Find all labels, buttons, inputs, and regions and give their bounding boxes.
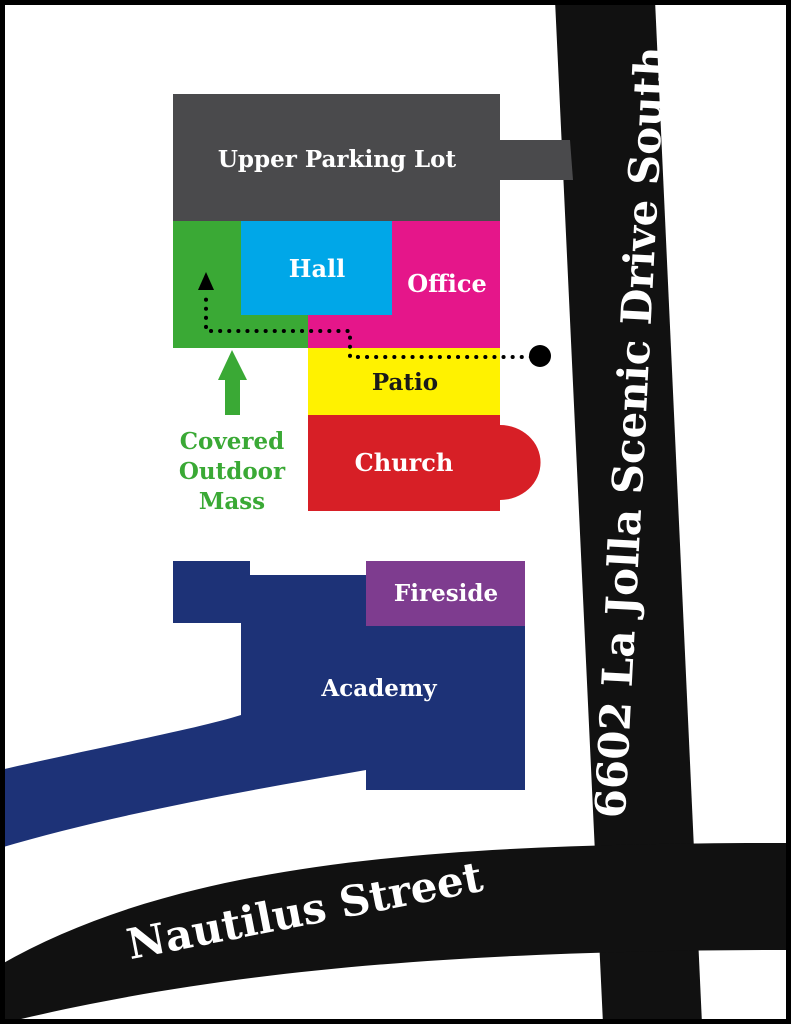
- walking-path-dotted: [204, 290, 542, 359]
- arrowhead-icon: [198, 272, 214, 290]
- church-label: Church: [355, 448, 454, 477]
- hall-label: Hall: [289, 254, 345, 283]
- church-building[interactable]: [308, 415, 541, 511]
- academy-label: Academy: [320, 675, 437, 702]
- start-dot-icon: [529, 345, 551, 367]
- up-arrow-icon: [218, 350, 247, 415]
- covered-mass-label-line1: Covered: [180, 428, 284, 455]
- hall-building[interactable]: [241, 221, 392, 315]
- la-jolla-scenic-drive-road: [555, 0, 702, 1024]
- patio[interactable]: [308, 348, 500, 415]
- upper-parking-lot-label: Upper Parking Lot: [218, 146, 457, 173]
- academy-building[interactable]: [0, 561, 525, 848]
- covered-mass-label-line2: Outdoor: [179, 458, 286, 485]
- nautilus-street-road: [0, 843, 790, 1024]
- office-building[interactable]: [308, 221, 500, 348]
- fireside-building[interactable]: [366, 561, 525, 626]
- office-label: Office: [407, 269, 487, 298]
- parking-driveway: [495, 140, 573, 180]
- fireside-label: Fireside: [394, 580, 498, 607]
- upper-parking-lot[interactable]: [173, 94, 500, 221]
- patio-label: Patio: [372, 369, 438, 396]
- covered-mass-label-line3: Mass: [199, 488, 265, 515]
